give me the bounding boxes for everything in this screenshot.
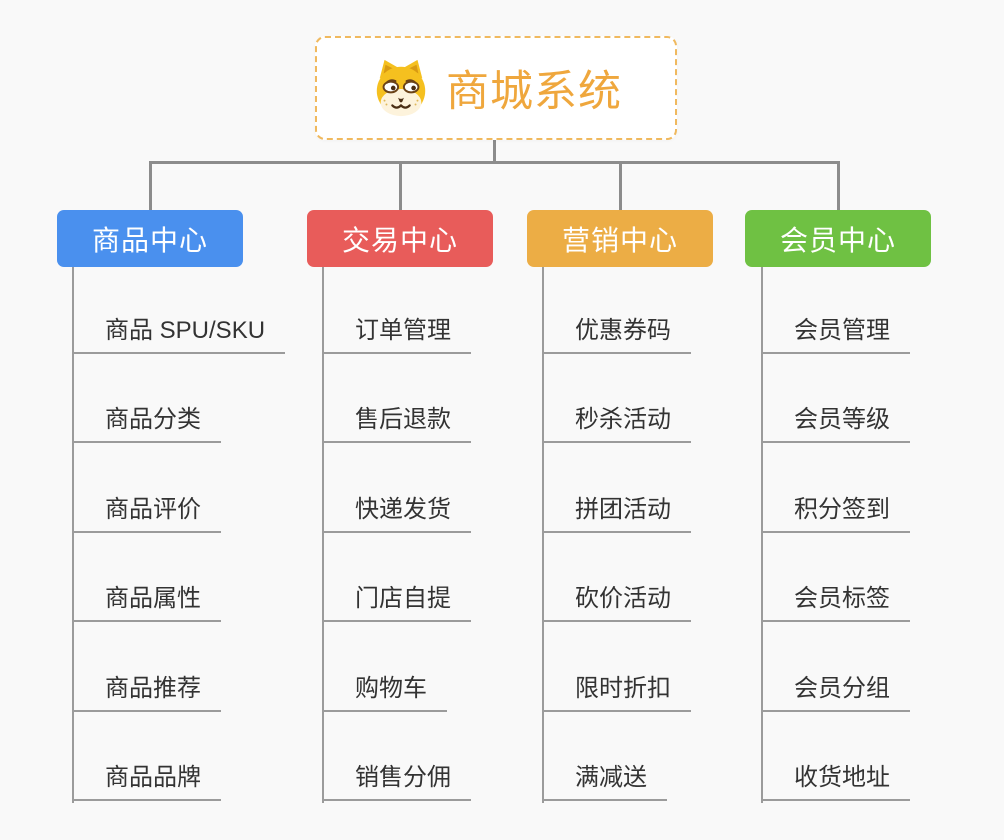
root-title: 商城系统 [446,68,622,116]
root-connector-bus [149,161,840,164]
branch-product-center[interactable]: 商品中心 [57,210,243,267]
dog-face-icon [370,57,432,119]
branch-connector-drop [149,161,152,211]
leaf-node[interactable]: 快递发货 [322,495,471,533]
branch-trunk-line [761,267,763,803]
branch-connector-drop [619,161,622,211]
leaf-node[interactable]: 会员等级 [761,405,910,443]
leaf-node[interactable]: 售后退款 [322,405,471,443]
leaf-node[interactable]: 会员标签 [761,584,910,622]
branch-children-marketing: 优惠券码 秒杀活动 拼团活动 砍价活动 限时折扣 满减送 [542,267,792,807]
branch-marketing-center[interactable]: 营销中心 [527,210,713,267]
leaf-node[interactable]: 购物车 [322,674,447,712]
branch-connector-drop [399,161,402,211]
branch-trade-center[interactable]: 交易中心 [307,210,493,267]
leaf-node[interactable]: 秒杀活动 [542,405,691,443]
branch-children-member: 会员管理 会员等级 积分签到 会员标签 会员分组 收货地址 [761,267,1004,807]
branch-trunk-line [72,267,74,803]
branch-children-trade: 订单管理 售后退款 快递发货 门店自提 购物车 销售分佣 [322,267,572,807]
leaf-node[interactable]: 商品推荐 [72,674,221,712]
leaf-node[interactable]: 优惠券码 [542,316,691,354]
branch-member-center[interactable]: 会员中心 [745,210,931,267]
leaf-node[interactable]: 订单管理 [322,316,471,354]
leaf-node[interactable]: 门店自提 [322,584,471,622]
leaf-node[interactable]: 砍价活动 [542,584,691,622]
leaf-node[interactable]: 商品 SPU/SKU [72,316,286,354]
leaf-node[interactable]: 销售分佣 [322,763,471,801]
leaf-node[interactable]: 满减送 [542,763,667,801]
leaf-node[interactable]: 商品属性 [72,584,221,622]
leaf-node[interactable]: 积分签到 [761,495,910,533]
branch-trunk-line [322,267,324,803]
leaf-node[interactable]: 商品评价 [72,495,221,533]
leaf-node[interactable]: 商品品牌 [72,763,221,801]
leaf-node[interactable]: 限时折扣 [542,674,691,712]
leaf-node[interactable]: 拼团活动 [542,495,691,533]
root-node[interactable]: 商城系统 [315,36,677,140]
branch-trunk-line [542,267,544,803]
branch-children-product: 商品 SPU/SKU 商品分类 商品评价 商品属性 商品推荐 商品品牌 [72,267,322,807]
leaf-node[interactable]: 会员管理 [761,316,910,354]
branch-connector-drop [837,161,840,211]
root-connector-vertical [493,140,496,164]
leaf-node[interactable]: 会员分组 [761,674,910,712]
leaf-node[interactable]: 商品分类 [72,405,221,443]
leaf-node[interactable]: 收货地址 [761,763,910,801]
